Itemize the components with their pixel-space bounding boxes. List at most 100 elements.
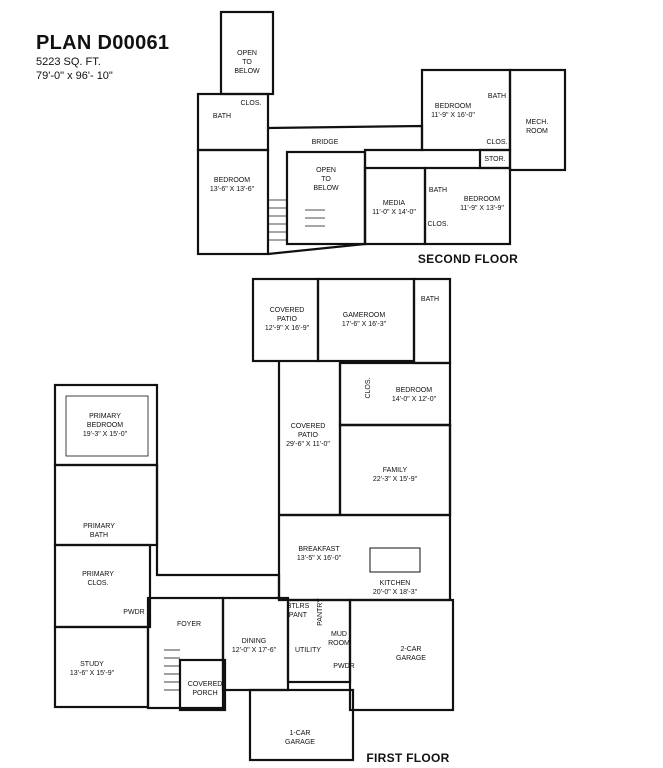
- second-floor-label: SECOND FLOOR: [418, 252, 518, 266]
- mech-room-outline: [508, 68, 567, 172]
- label-garage2-2: GARAGE: [396, 655, 426, 662]
- label-bedroom-left-1: BEDROOM: [214, 177, 250, 184]
- kitchen-island: [369, 547, 421, 573]
- first-floor-label: FIRST FLOOR: [366, 751, 449, 765]
- label-open-center-1: OPEN: [316, 167, 336, 174]
- label-bath-tr: BATH: [488, 93, 506, 100]
- label-garage1-1: 1-CAR: [289, 730, 310, 737]
- label-foyer: FOYER: [177, 621, 201, 628]
- label-stlrs-2: PANT: [289, 612, 308, 619]
- label-porch-2: PORCH: [192, 690, 217, 697]
- label-clos-right: CLOS.: [427, 221, 448, 228]
- study-outline: [53, 625, 150, 709]
- label-kitchen-1: KITCHEN: [380, 580, 411, 587]
- label-pwdr-left: PWDR: [123, 609, 144, 616]
- label-cpatio-top-3: 12'-9" X 16'-9": [265, 325, 310, 332]
- label-cpatio-main-2: PATIO: [298, 432, 319, 439]
- label-garage2-1: 2-CAR: [400, 646, 421, 653]
- label-cpatio-main-3: 29'-6" X 11'-0": [286, 441, 330, 448]
- label-dining-2: 12'-0" X 17'-6": [232, 647, 277, 654]
- plan-dimensions: 79'-0" x 96'- 10": [36, 70, 113, 82]
- label-breakfast-1: BREAKFAST: [298, 546, 340, 553]
- tray-ceiling-outline: [65, 395, 149, 457]
- svg-text:MECH.ROOM: MECH. ROOM: [526, 119, 549, 135]
- label-garage1-2: GARAGE: [285, 739, 315, 746]
- label-clos-ff: CLOS.: [365, 377, 372, 398]
- garage-1car-outline: [248, 688, 355, 762]
- label-kitchen-2: 20'-0" X 18'-3": [373, 589, 418, 596]
- label-family-1: FAMILY: [383, 467, 408, 474]
- label-open-center-2: TO: [321, 176, 331, 183]
- label-cpatio-top-2: PATIO: [277, 316, 298, 323]
- label-dining-1: DINING: [242, 638, 267, 645]
- label-gameroom-2: 17'-6" X 16'-3": [342, 321, 387, 328]
- plan-title: PLAN D00061: [36, 32, 170, 54]
- label-stlrs-1: BTLRS: [287, 603, 310, 610]
- label-mech-1: MECH.: [526, 119, 549, 126]
- bedroom-left-outline: [196, 148, 270, 256]
- label-bath-ff: BATH: [421, 296, 439, 303]
- label-bedroom-tr-2: 11'-9" X 16'-0": [431, 112, 475, 119]
- label-pbath-1: PRIMARY: [83, 523, 115, 530]
- label-bath-left: BATH: [213, 113, 231, 120]
- label-bedroom-right-1: BEDROOM: [464, 196, 500, 203]
- label-media-1: MEDIA: [383, 200, 406, 207]
- bath-ff-outline: [412, 277, 452, 365]
- label-bath-right: BATH: [429, 187, 447, 194]
- label-open-center-3: BELOW: [313, 185, 339, 192]
- label-mud-1: MUD: [331, 631, 347, 638]
- garage-2car-outline: [348, 598, 455, 712]
- label-clos-left: CLOS.: [240, 100, 261, 107]
- plan-sqft: 5223 SQ. FT.: [36, 56, 101, 68]
- label-mud-2: ROOM: [328, 640, 350, 647]
- bedroom-top-right-outline: [420, 68, 512, 152]
- label-mech-2: ROOM: [526, 128, 548, 135]
- label-open-top-1: OPEN: [237, 50, 257, 57]
- bedroom-right-outline: [423, 166, 512, 246]
- label-pbath-2: BATH: [90, 532, 108, 539]
- label-clos-tr: CLOS.: [486, 139, 507, 146]
- label-media-2: 11'-0" X 14'-0": [372, 209, 416, 216]
- label-open-top-2: TO: [242, 59, 252, 66]
- label-pbed-3: 19'-3" X 15'-0": [83, 431, 128, 438]
- label-bedroom-ff-2: 14'-0" X 12'-0": [392, 396, 437, 403]
- label-pbed-2: BEDROOM: [87, 422, 123, 429]
- label-pclos-1: PRIMARY: [82, 571, 114, 578]
- label-stor: STOR.: [484, 156, 505, 163]
- hall-outline: [155, 465, 281, 600]
- label-porch-1: COVERED: [188, 681, 223, 688]
- open-center-outline: [285, 150, 367, 246]
- label-pclos-2: CLOS.: [87, 580, 108, 587]
- label-bedroom-tr-1: BEDROOM: [435, 103, 471, 110]
- label-utility: UTILITY: [295, 647, 321, 654]
- label-bedroom-right-2: 11'-9" X 13'-9": [460, 205, 504, 212]
- label-bedroom-ff-1: BEDROOM: [396, 387, 432, 394]
- label-open-top-3: BELOW: [234, 68, 260, 75]
- label-family-2: 22'-3" X 15'-9": [373, 476, 418, 483]
- covered-porch-outline: [178, 658, 227, 712]
- bedroom-ff-outline: [338, 361, 452, 427]
- label-study-1: STUDY: [80, 661, 104, 668]
- label-pantry: PANTRY: [317, 598, 324, 626]
